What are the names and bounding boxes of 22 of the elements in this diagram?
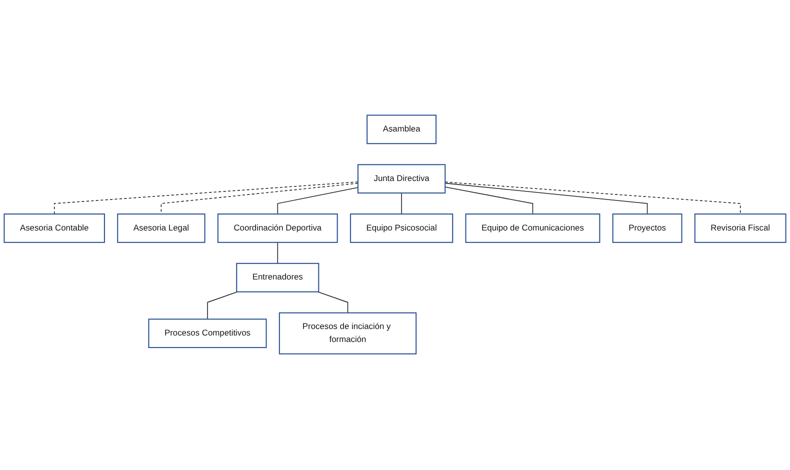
node-box: Junta Directiva bbox=[357, 164, 446, 194]
connector bbox=[277, 188, 358, 215]
connector bbox=[318, 292, 348, 314]
connector bbox=[444, 183, 648, 215]
node-box: Asesoria Legal bbox=[117, 214, 206, 244]
node-box: Entrenadores bbox=[236, 263, 320, 293]
node-box: Revisoria Fiscal bbox=[694, 214, 786, 244]
connector bbox=[207, 292, 238, 320]
connector bbox=[401, 193, 402, 215]
node-box: Equipo Psicosocial bbox=[350, 214, 454, 244]
connector bbox=[444, 187, 534, 215]
node-box: Asesoria Contable bbox=[4, 214, 105, 244]
node-box: Coordinación Deportiva bbox=[217, 214, 338, 244]
node-box: Asamblea bbox=[366, 115, 437, 145]
node-box: Equipo de Comunicaciones bbox=[465, 214, 600, 244]
node-box: Procesos Competitivos bbox=[148, 319, 267, 349]
connector bbox=[54, 182, 358, 215]
connector bbox=[444, 182, 741, 215]
connector bbox=[277, 242, 278, 264]
node-box: Procesos de inciación y formación bbox=[278, 312, 417, 355]
node-box: Proyectos bbox=[612, 214, 682, 244]
connector bbox=[160, 183, 358, 215]
